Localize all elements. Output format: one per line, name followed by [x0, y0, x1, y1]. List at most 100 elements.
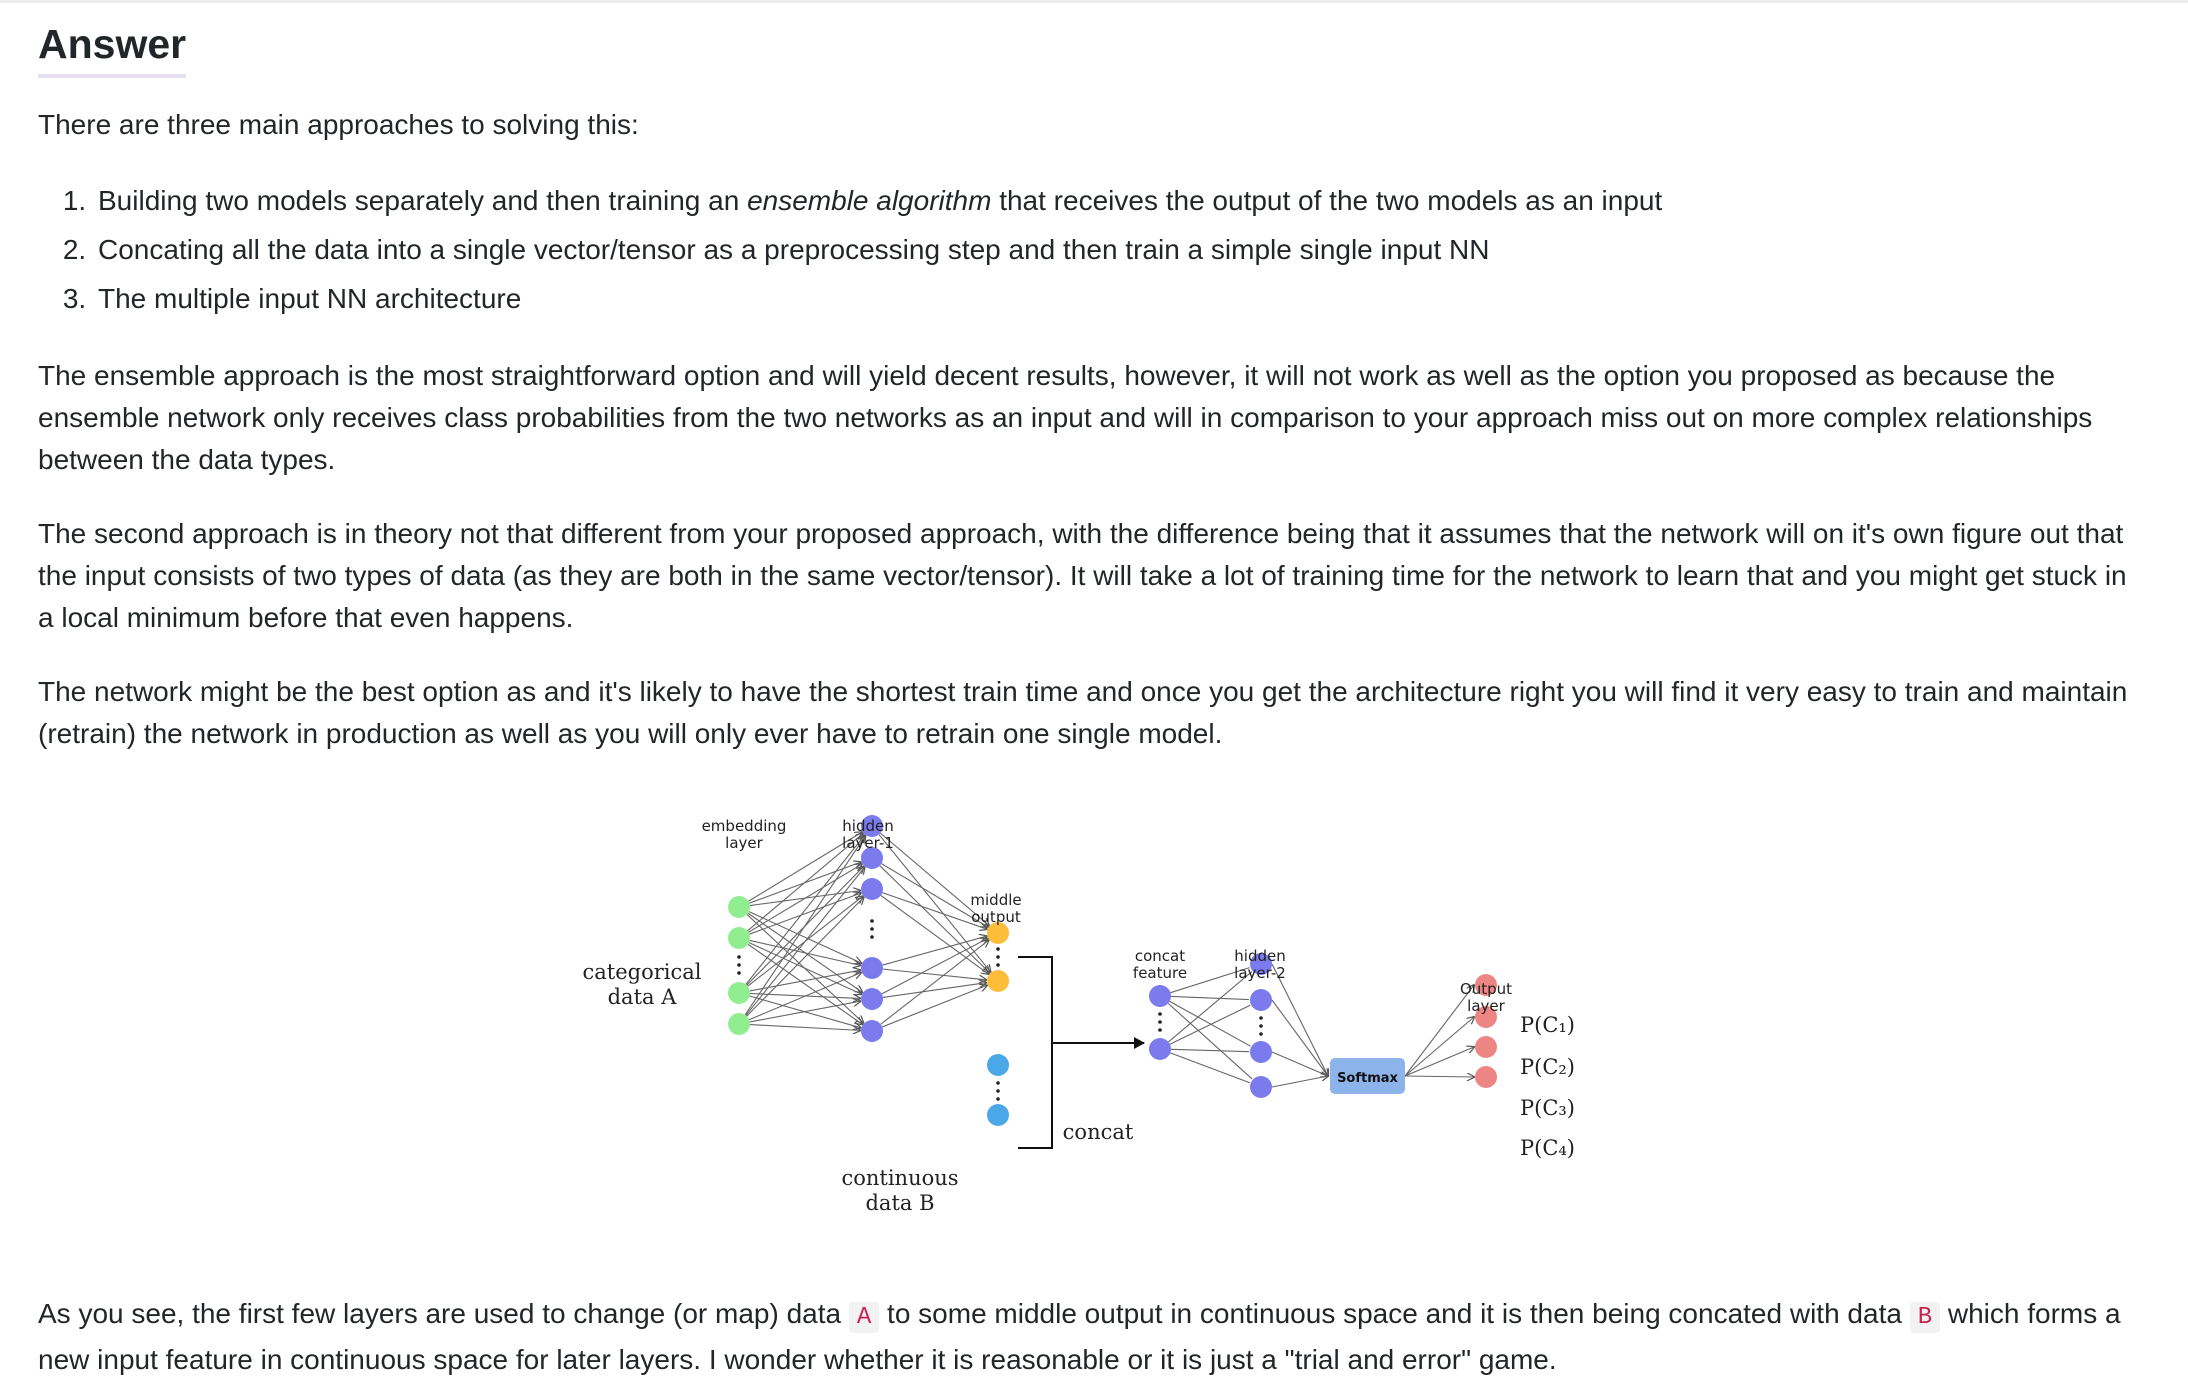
- hidden2-ellipsis: [1259, 1032, 1263, 1036]
- concat-feature-node: [1149, 1038, 1171, 1060]
- edge-hidden1-middle: [882, 936, 987, 966]
- edge-embedding-hidden1: [744, 836, 865, 1016]
- hidden1-label-line2: layer-1: [842, 834, 894, 852]
- embedding-node: [728, 896, 750, 918]
- architecture-diagram: embedding layer hidden layer-1 middle ou…: [38, 793, 2138, 1293]
- connection-edges: [744, 832, 1474, 1088]
- paragraph-ensemble: The ensemble approach is the most straig…: [38, 360, 2093, 475]
- closing-text: which forms a new input feature in conti…: [38, 1298, 2121, 1375]
- embedding-ellipsis: [737, 955, 741, 959]
- edge-hidden2-softmax: [1271, 1076, 1328, 1088]
- edge-concat-hidden2: [1170, 967, 1250, 994]
- edge-softmax-output: [1404, 1076, 1474, 1077]
- approaches-list: Building two models separately and then …: [38, 176, 2138, 323]
- concat-label: concat: [1063, 1120, 1134, 1144]
- edge-hidden1-middle: [881, 939, 988, 995]
- edge-hidden1-middle: [882, 985, 987, 1028]
- continuous-node: [987, 1054, 1009, 1076]
- hidden1-node: [861, 815, 883, 837]
- concat-feature-label-line2: feature: [1133, 964, 1187, 982]
- middle-ellipsis: [996, 955, 1000, 959]
- output-prob-label: P(C₂): [1520, 1055, 1575, 1079]
- edge-embedding-hidden1: [749, 939, 861, 965]
- embedding-ellipsis: [737, 971, 741, 975]
- middle-ellipsis: [996, 947, 1000, 951]
- softmax-label: Softmax: [1337, 1071, 1398, 1086]
- edge-concat-hidden2: [1170, 995, 1250, 1001]
- continuous-node: [987, 1104, 1009, 1126]
- output-prob-label: P(C₃): [1520, 1096, 1575, 1120]
- edge-hidden2-softmax: [1271, 963, 1328, 1076]
- intro-text: There are three main approaches to solvi…: [38, 109, 639, 140]
- diagram-annotations: [737, 919, 1263, 1149]
- softmax-box: [1330, 1058, 1405, 1094]
- concat-feature-label-line1: concat: [1135, 947, 1185, 965]
- edge-embedding-hidden1: [748, 864, 861, 933]
- edge-hidden1-middle: [880, 832, 988, 925]
- hidden2-node: [1250, 989, 1272, 1011]
- concat-bracket: [1018, 956, 1053, 1149]
- emphasis-text: ensemble algorithm: [747, 185, 992, 216]
- edge-hidden1-middle: [881, 863, 987, 927]
- embedding-label-line1: embedding: [702, 817, 787, 835]
- paragraph-second-approach: The second approach is in theory not tha…: [38, 518, 2127, 633]
- hidden1-node: [861, 988, 883, 1010]
- edge-softmax-output: [1404, 1047, 1474, 1077]
- edge-embedding-hidden1: [748, 942, 861, 994]
- edge-hidden1-middle: [878, 834, 990, 972]
- hidden2-ellipsis: [1259, 1024, 1263, 1028]
- hidden2-node: [1250, 953, 1272, 975]
- middle-output-node: [987, 922, 1009, 944]
- hidden2-ellipsis: [1259, 1016, 1263, 1020]
- inline-code-a: A: [848, 1302, 880, 1333]
- top-border: [0, 0, 2188, 3]
- closing-text: As you see, the first few layers are use…: [38, 1298, 849, 1329]
- middle-ellipsis: [996, 963, 1000, 967]
- edge-concat-hidden2: [1167, 1002, 1253, 1080]
- edge-embedding-hidden1: [747, 834, 862, 932]
- output-prob-label: P(C₁): [1520, 1013, 1575, 1037]
- hidden1-ellipsis: [870, 935, 874, 939]
- hidden1-ellipsis: [870, 919, 874, 923]
- output-prob-label: P(C₄): [1520, 1136, 1575, 1160]
- output-layer-label-line1: Output: [1460, 980, 1512, 998]
- edge-embedding-hidden1: [748, 911, 861, 963]
- concat-feature-ellipsis: [1158, 1012, 1162, 1016]
- hidden2-node: [1250, 1076, 1272, 1098]
- edge-concat-hidden2: [1170, 1052, 1250, 1084]
- list-item: The multiple input NN architecture: [94, 274, 2138, 323]
- edge-hidden1-middle: [882, 983, 986, 998]
- list-item-text: that receives the output of the two mode…: [991, 185, 1663, 216]
- answer-body: Answer There are three main approaches t…: [38, 14, 2138, 1381]
- continuous-label-line2: data B: [865, 1191, 934, 1215]
- embedding-node: [728, 982, 750, 1004]
- closing-paragraph: As you see, the first few layers are use…: [38, 1293, 2138, 1381]
- list-item: Concating all the data into a single vec…: [94, 225, 2138, 274]
- edge-embedding-hidden1: [748, 973, 861, 1021]
- concat-feature-node: [1149, 985, 1171, 1007]
- edge-hidden1-middle: [879, 865, 990, 973]
- output-node: [1475, 1036, 1497, 1058]
- embedding-ellipsis: [737, 963, 741, 967]
- edge-softmax-output: [1404, 1017, 1474, 1077]
- concat-feature-ellipsis: [1158, 1020, 1162, 1024]
- hidden2-label-line1: hidden: [1234, 947, 1285, 965]
- embedding-label-line2: layer: [725, 834, 763, 852]
- edge-concat-hidden2: [1170, 1048, 1250, 1053]
- embedding-node: [728, 1013, 750, 1035]
- middle-output-label-line2: output: [971, 908, 1021, 926]
- hidden1-node: [861, 847, 883, 869]
- list-item: Building two models separately and then …: [94, 176, 2138, 225]
- list-item-text: Building two models separately and then …: [98, 185, 748, 216]
- edge-hidden2-softmax: [1271, 999, 1328, 1076]
- hidden1-node: [861, 878, 883, 900]
- concat-feature-ellipsis: [1158, 1028, 1162, 1032]
- hidden1-ellipsis: [870, 927, 874, 931]
- edge-softmax-output: [1404, 985, 1474, 1077]
- edge-concat-hidden2: [1169, 1004, 1251, 1045]
- hidden2-node: [1250, 1041, 1272, 1063]
- middle-output-node: [987, 970, 1009, 992]
- edge-embedding-hidden1: [745, 867, 865, 1016]
- continuous-label-line1: continuous: [841, 1166, 958, 1190]
- hidden1-node: [861, 957, 883, 979]
